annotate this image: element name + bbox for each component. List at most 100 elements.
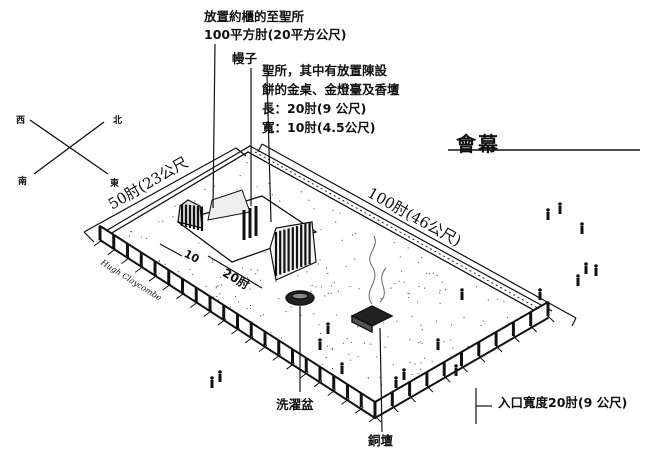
ground-speck <box>313 208 315 210</box>
ground-speck <box>236 189 238 191</box>
person-body <box>546 212 550 220</box>
west-wall-posts <box>93 226 378 423</box>
ground-speck <box>239 175 241 177</box>
ground-speck <box>332 209 334 211</box>
person-body <box>402 372 406 380</box>
ground-speck <box>354 258 356 260</box>
ground-speck <box>418 262 420 264</box>
ground-speck <box>421 329 423 331</box>
ground-speck <box>409 361 411 363</box>
tent-peg-line <box>327 389 337 397</box>
ground-speck <box>158 260 160 263</box>
person-body <box>558 206 562 214</box>
ground-speck <box>320 286 322 288</box>
ground-speck <box>358 288 360 290</box>
ground-speck <box>205 285 207 287</box>
ground-speck <box>411 373 413 376</box>
ground-speck <box>414 363 416 365</box>
tent-peg-line <box>341 397 350 405</box>
ground-speck <box>337 290 340 292</box>
ground-speck <box>487 299 489 301</box>
tent-peg-line <box>217 318 227 326</box>
ground-speck <box>256 186 258 188</box>
tent-peg-line <box>134 265 144 273</box>
ground-speck <box>198 242 200 244</box>
ground-speck <box>450 339 452 341</box>
ground-speck <box>443 340 445 342</box>
ground-speck <box>333 282 335 284</box>
tent-peg-line <box>299 371 309 379</box>
person-head <box>326 322 330 326</box>
tent-peg-line <box>272 353 282 361</box>
ground-speck <box>264 251 267 253</box>
compass-south: 南 <box>18 177 28 187</box>
person-body <box>460 292 464 300</box>
ground-speck <box>204 189 206 191</box>
ground-speck <box>424 357 426 359</box>
tent-peg-line <box>461 365 468 373</box>
ground-speck <box>300 191 302 193</box>
person-head <box>436 338 440 342</box>
diagram-title: 會幕 <box>456 132 500 156</box>
ground-speck <box>322 363 324 366</box>
ground-speck <box>330 292 332 294</box>
person-body <box>218 374 222 382</box>
tent-peg-line <box>244 336 254 344</box>
tent-peg-line <box>162 283 172 291</box>
ground-speck <box>331 347 333 349</box>
ground-speck <box>260 279 262 281</box>
person-head <box>584 262 588 266</box>
ground-speck <box>439 289 441 292</box>
ground-speck <box>145 237 147 239</box>
tent-peg-line <box>443 375 451 383</box>
ground-speck <box>407 292 409 294</box>
compass <box>29 119 109 175</box>
ground-speck <box>436 274 438 276</box>
tent-peg-line <box>391 405 399 413</box>
ground-speck <box>463 316 465 318</box>
east-wall-posts <box>373 302 555 423</box>
person-body <box>210 380 214 388</box>
ground-speck <box>218 299 220 301</box>
ground-speck <box>384 346 386 348</box>
person-head <box>210 376 214 380</box>
ground-speck <box>290 306 292 308</box>
ground-speck <box>482 320 484 322</box>
person-head <box>538 288 542 292</box>
ground-speck <box>331 367 334 370</box>
ground-speck <box>271 194 273 196</box>
ground-speck <box>345 265 347 268</box>
laver <box>285 290 315 306</box>
person-body <box>538 292 542 300</box>
ground-speck <box>260 315 262 317</box>
ground-speck <box>306 271 308 273</box>
bronze-altar <box>350 305 394 334</box>
ground-speck <box>431 360 433 363</box>
ground-speck <box>172 216 174 218</box>
ground-speck <box>336 314 338 316</box>
ground-speck <box>341 239 343 241</box>
ground-speck <box>396 320 398 322</box>
ground-speck <box>311 285 313 287</box>
ground-speck <box>346 338 349 340</box>
tent-peg-line <box>258 345 268 353</box>
curtain-pillars <box>242 206 258 240</box>
holy-of-holies-line2: 100平方肘(20平方公尺) <box>204 27 347 42</box>
tent-peg-line <box>478 355 486 363</box>
ground-speck <box>382 322 384 324</box>
ground-speck <box>420 324 422 326</box>
back-wall-hatching <box>254 151 546 313</box>
ground-speck <box>217 285 219 287</box>
ground-speck <box>249 288 251 290</box>
ground-speck <box>241 267 244 269</box>
tent-peg-line <box>313 380 323 388</box>
ground-speck <box>325 357 327 359</box>
ground-speck <box>164 263 166 265</box>
laver-label: 洗濯盆 <box>276 397 314 412</box>
ground-speck <box>297 275 299 277</box>
tent-peg-line <box>530 325 538 333</box>
ground-speck <box>308 199 310 201</box>
ground-speck <box>367 377 370 379</box>
ground-speck <box>339 212 341 214</box>
